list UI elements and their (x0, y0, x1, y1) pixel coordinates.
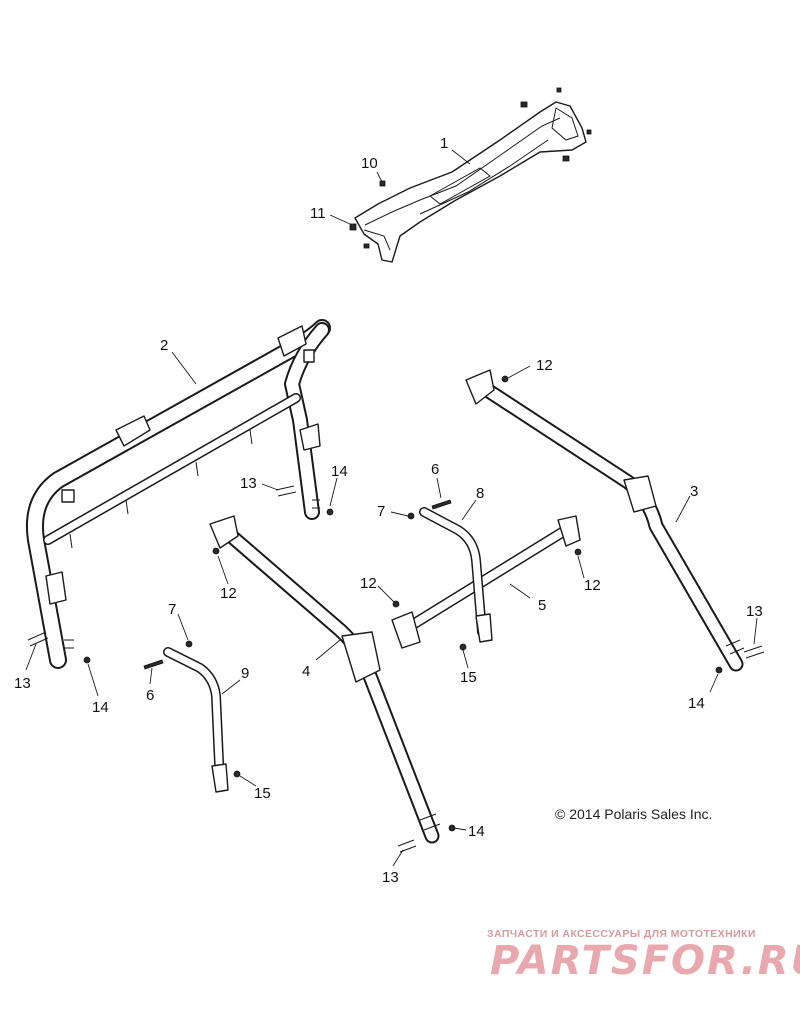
callout-4: 4 (302, 663, 310, 680)
callout-6-right: 6 (431, 461, 439, 478)
part-8-brace (419, 507, 493, 643)
callout-labels: 1 2 3 4 5 6 6 7 7 8 9 10 11 12 12 12 12 … (14, 135, 763, 886)
callout-5: 5 (538, 597, 546, 614)
callout-12-mid: 12 (360, 575, 377, 592)
hardware-fasteners (27, 375, 765, 853)
callout-6-left: 6 (146, 687, 154, 704)
callout-11: 11 (310, 205, 326, 222)
callout-10: 10 (361, 155, 378, 172)
copyright-notice: © 2014 Polaris Sales Inc. (555, 806, 713, 822)
callout-12-right: 12 (584, 577, 601, 594)
callout-7-left: 7 (168, 601, 176, 618)
callout-13-front-left: 13 (14, 675, 31, 692)
callout-8: 8 (476, 485, 484, 502)
callout-2: 2 (160, 337, 168, 354)
part-4-rear-left-bar (209, 515, 441, 844)
callout-14-rear-right: 14 (688, 695, 705, 712)
callout-15-right: 15 (460, 669, 477, 686)
callout-15-left: 15 (254, 785, 271, 802)
leader-lines (25, 149, 758, 867)
callout-12-top-right: 12 (536, 357, 553, 374)
callout-14-front-left: 14 (92, 699, 109, 716)
callout-9: 9 (241, 665, 249, 682)
part-5-cross-brace (391, 515, 581, 649)
callout-14-front-right: 14 (331, 463, 348, 480)
part-3-rear-right-bar (465, 369, 745, 672)
callout-13-rear-right: 13 (746, 603, 763, 620)
watermark-tagline: ЗАПЧАСТИ И АКСЕССУАРЫ ДЛЯ МОТОТЕХНИКИ (487, 928, 756, 940)
callout-3: 3 (690, 483, 698, 500)
callout-12-left: 12 (220, 585, 237, 602)
part-2-front-cage (26, 319, 331, 669)
part-1-roof-panel (349, 87, 592, 263)
callout-7-right: 7 (377, 503, 385, 520)
watermark-brand: PARTSFOR.RU (490, 938, 800, 984)
callout-13-front-right: 13 (240, 475, 257, 492)
part-9-side-brace (163, 647, 229, 793)
callout-13-rear-left: 13 (382, 869, 399, 886)
callout-14-rear-left: 14 (468, 823, 485, 840)
callout-1: 1 (440, 135, 448, 152)
